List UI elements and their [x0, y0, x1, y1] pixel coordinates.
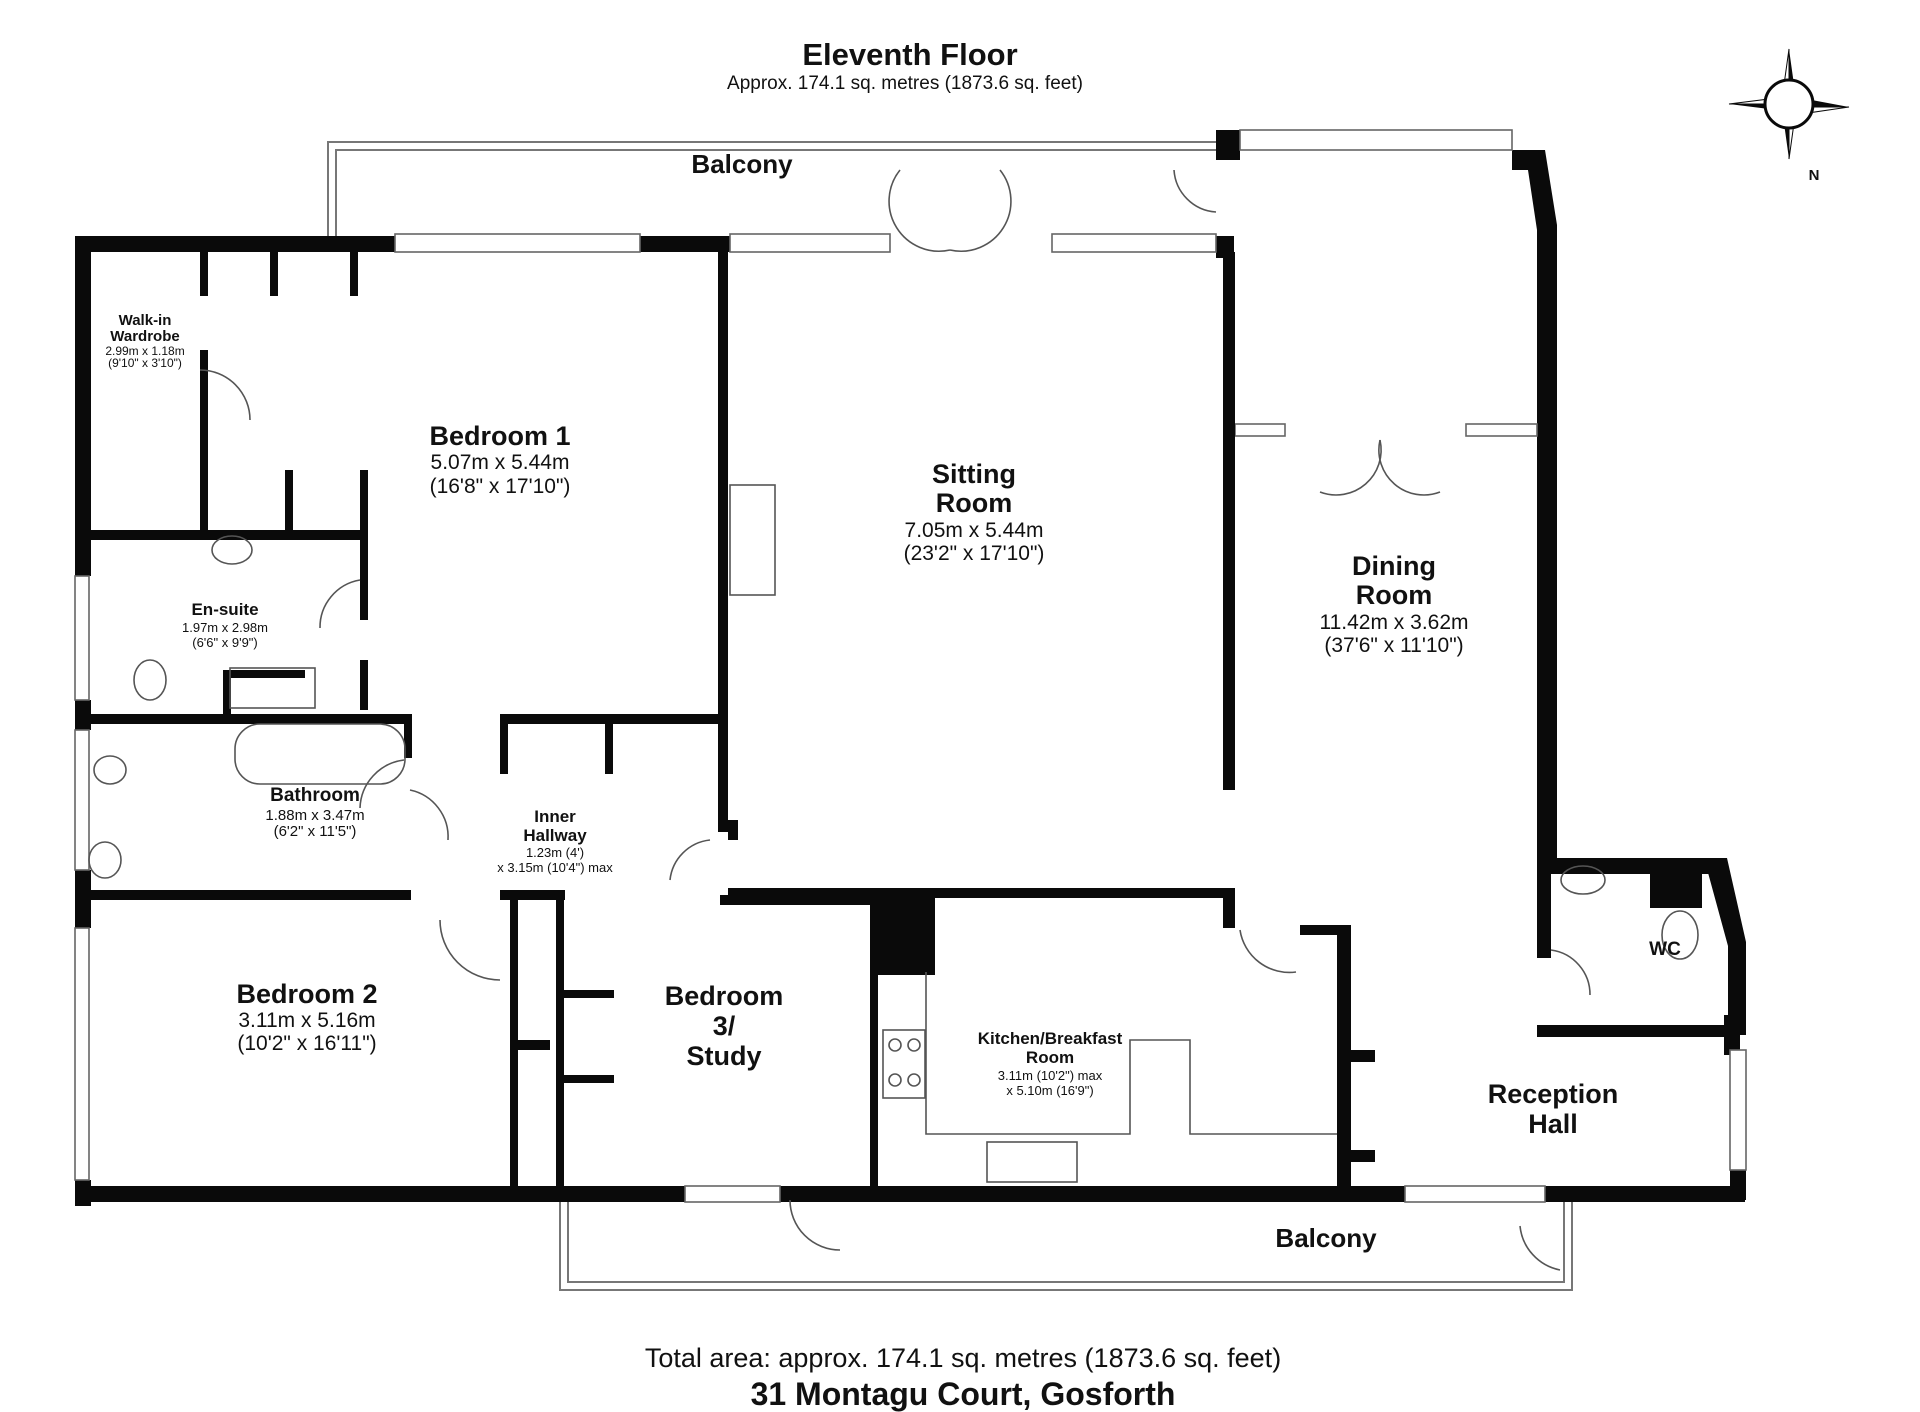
room-dim-imperial: (9'10" x 3'10") [108, 356, 182, 370]
room-dim-metric: 3.11m x 5.16m [238, 1009, 376, 1032]
room-name: Bedroom [664, 981, 784, 1011]
top-balcony-outline [327, 141, 1218, 236]
fixtures [88, 484, 1699, 1183]
balcony-bottom-label: Balcony [1275, 1223, 1377, 1253]
room-name: Hallway [523, 826, 587, 845]
door-swings [199, 169, 1591, 1271]
total-area-text: Total area: approx. 174.1 sq. metres (18… [644, 1343, 1282, 1373]
room-dim-metric: 1.97m x 2.98m [182, 620, 268, 635]
room-dim-metric: 1.88m x 3.47m [265, 807, 365, 824]
room-name: Hall [1528, 1109, 1578, 1139]
compass-north-label: N [1808, 167, 1820, 184]
room-name: Bedroom 1 [429, 421, 571, 451]
floor-area-subtitle: Approx. 174.1 sq. metres (1873.6 sq. fee… [727, 73, 1083, 94]
sink [986, 1141, 1078, 1183]
balcony-top-label: Balcony [691, 149, 793, 179]
room-dim-imperial: (23'2" x 17'10") [903, 542, 1045, 565]
windows [74, 129, 1747, 1203]
wc-basin [1560, 865, 1606, 895]
floor-title: Eleventh Floor [802, 37, 1018, 72]
room-name: Bathroom [270, 785, 360, 806]
room-dim-metric: 5.07m x 5.44m [430, 451, 570, 474]
room-name: 3/ [712, 1011, 736, 1041]
room-name: Study [686, 1041, 762, 1071]
room-name: Dining [1352, 551, 1436, 581]
room-dim-imperial: (6'6" x 9'9") [192, 635, 258, 650]
shower-tray [229, 667, 316, 709]
compass-rose-icon [1728, 48, 1850, 160]
bathroom-toilet [93, 755, 127, 785]
interior-walls [91, 252, 1375, 1190]
room-dim-metric: 7.05m x 5.44m [904, 519, 1044, 542]
room-name: Bedroom 2 [236, 979, 378, 1009]
room-dim-line-1: 3.11m (10'2") max [997, 1068, 1103, 1083]
chimney-breast [729, 484, 776, 596]
bottom-balcony-outline [559, 1200, 1573, 1291]
wc-toilet [1661, 910, 1699, 960]
room-name: Room [935, 488, 1013, 518]
ensuite-toilet [133, 659, 167, 701]
hob [882, 1029, 926, 1099]
room-dim-metric: 11.42m x 3.62m [1319, 611, 1469, 634]
room-dim-line-2: x 5.10m (16'9") [1006, 1083, 1094, 1098]
room-dim-imperial: (6'2" x 11'5") [273, 823, 357, 840]
ensuite-basin [211, 535, 253, 565]
room-dim-metric: 2.99m x 1.18m [105, 344, 185, 358]
room-name: Sitting [932, 459, 1016, 489]
room-wc: WC [1649, 939, 1681, 960]
room-name: En-suite [191, 600, 259, 619]
room-name: Inner [534, 807, 576, 826]
room-name: Walk-in [118, 312, 172, 329]
room-name: Room [1025, 1048, 1075, 1067]
room-dim-imperial: (37'6" x 11'10") [1324, 634, 1464, 657]
room-dim-line-2: x 3.15m (10'4") max [497, 860, 613, 875]
room-name: Room [1355, 580, 1433, 610]
room-dim-imperial: (10'2" x 16'11") [237, 1032, 377, 1055]
bathtub [234, 723, 406, 785]
room-dim-line-1: 1.23m (4') [525, 845, 585, 860]
bathroom-basin [88, 841, 122, 879]
room-name: Kitchen/Breakfast [977, 1029, 1123, 1048]
room-dim-imperial: (16'8" x 17'10") [429, 475, 571, 498]
room-name: Wardrobe [110, 328, 180, 345]
room-name: Reception [1487, 1079, 1619, 1109]
property-address: 31 Montagu Court, Gosforth [750, 1376, 1176, 1412]
